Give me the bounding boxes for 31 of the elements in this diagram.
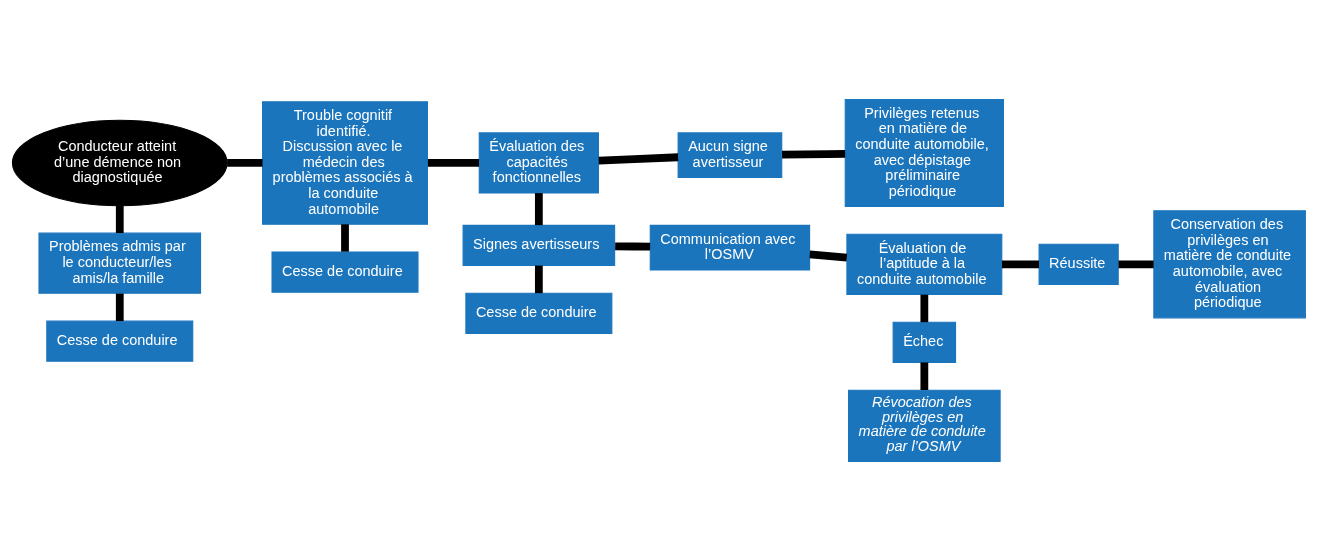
node-box: Communication avec l’OSMV (649, 224, 811, 270)
connector (227, 158, 263, 167)
node-box: Trouble cognitif identifié. Discussion avec le médecin des problèmes associés à la conduite automobile (262, 100, 428, 225)
connector (920, 361, 929, 390)
connector (115, 205, 124, 233)
connector (920, 294, 929, 322)
connector (782, 149, 846, 158)
connector (1118, 259, 1154, 268)
connector (534, 192, 543, 225)
connector (615, 241, 651, 251)
node-box: Conservation des privilèges en matière de conduite automobile, avec évaluation périodique (1153, 209, 1306, 318)
node-box: Signes avertisseurs (462, 224, 616, 266)
node-box: Privilèges retenus en matière de conduite automobile, avec dépistage préliminaire périodique (844, 98, 1004, 207)
node-box: Révocation des privilèges en matière de conduite par l’OSMV (848, 389, 1001, 462)
node-ellipse: Conducteur atteint d’une démence non diagnostiquée (11, 119, 228, 206)
node-box: Problèmes admis par le conducteur/les amis/la famille (38, 232, 202, 294)
connector (598, 152, 679, 164)
node-box: Cesse de conduire (271, 251, 419, 293)
connector (115, 293, 124, 321)
node-box: Réussite (1038, 243, 1119, 285)
node-box: Échec (892, 321, 957, 363)
connector (341, 223, 349, 252)
node-box: Évaluation de l’aptitude à la conduite automobile (846, 233, 1003, 295)
node-box: Aucun signe avertisseur (677, 131, 783, 178)
node-box: Évaluation des capacités fonctionnelles (478, 131, 599, 194)
connector (1001, 259, 1040, 268)
connector (427, 158, 480, 167)
connector (809, 250, 848, 262)
node-box: Cesse de conduire (465, 292, 613, 334)
connector (534, 265, 543, 293)
node-box: Cesse de conduire (46, 320, 194, 362)
